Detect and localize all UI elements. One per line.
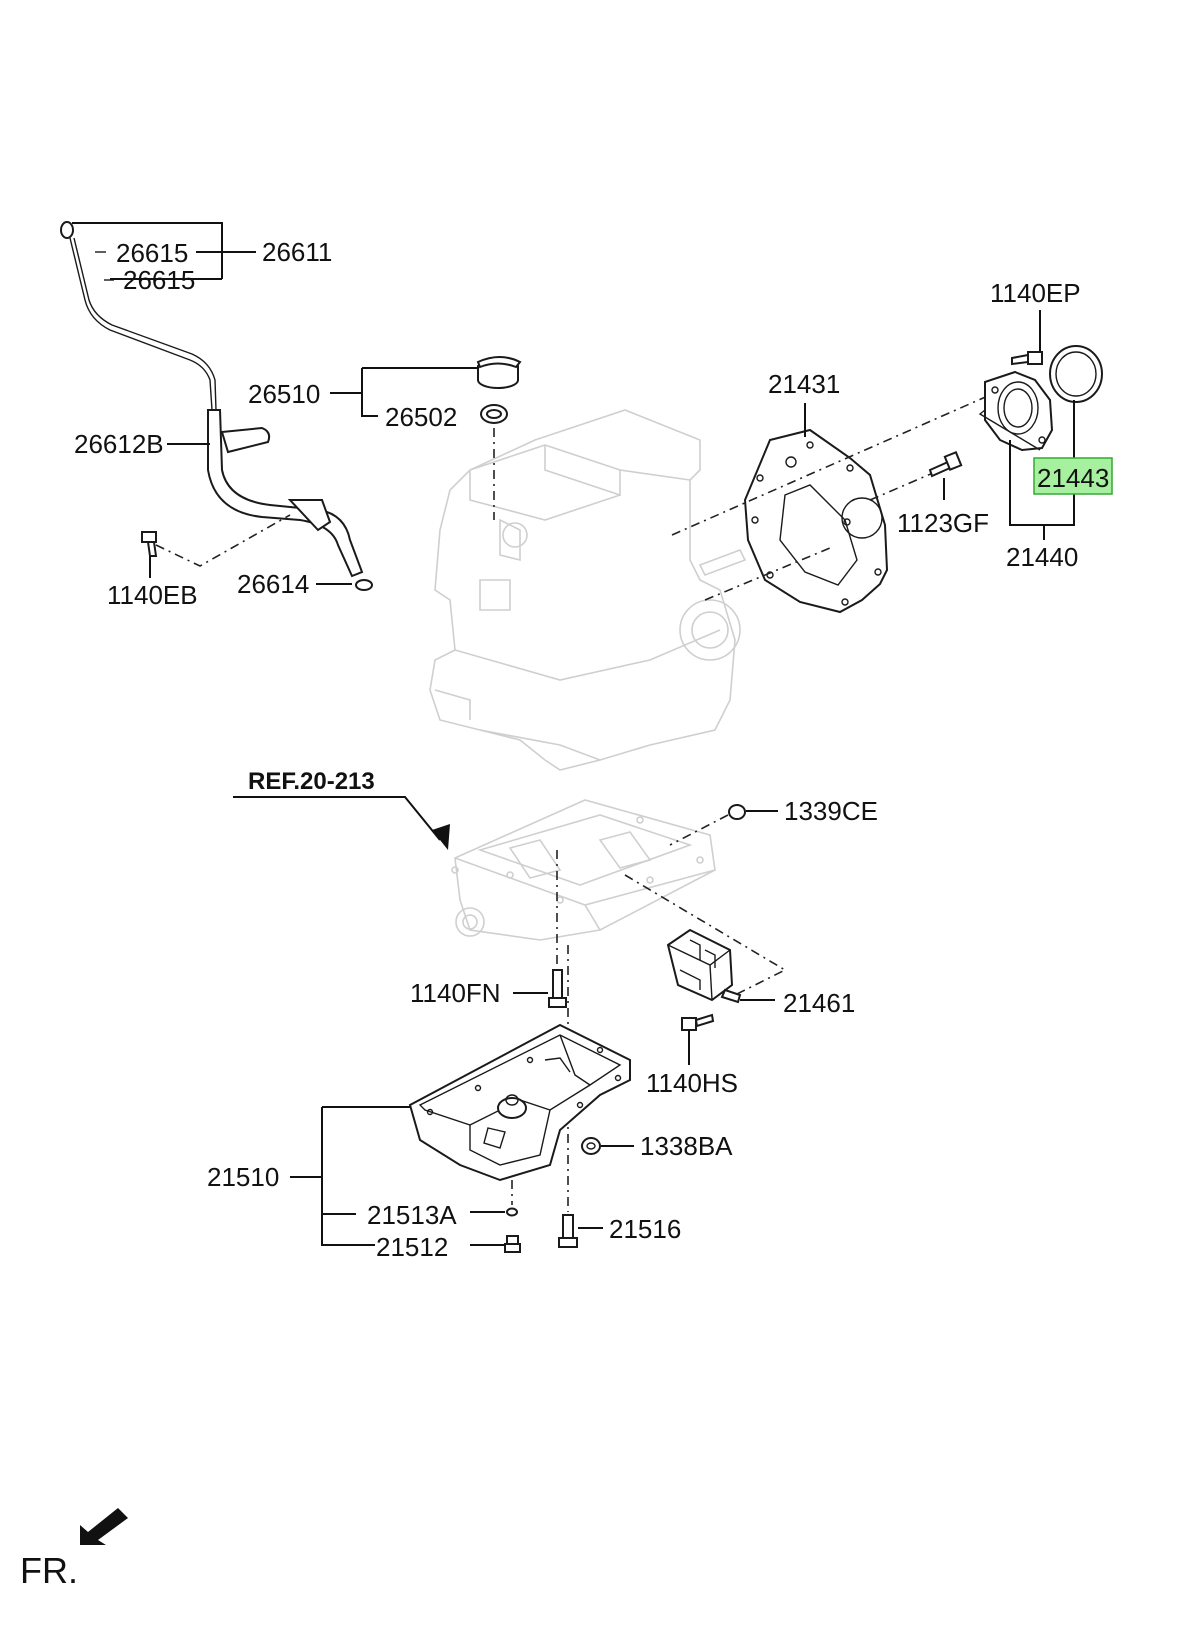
front-direction-arrow-icon [80, 1508, 128, 1545]
oil-pan-21510[interactable] [408, 1023, 631, 1182]
label-26615-lower[interactable]: 26615 [123, 265, 195, 295]
label-1123GF[interactable]: 1123GF [897, 508, 989, 538]
oil-filler-cap-icon[interactable] [476, 356, 522, 389]
oil-seal-case-21440[interactable] [978, 370, 1054, 452]
nut-1339CE-icon[interactable] [728, 804, 746, 820]
label-21431[interactable]: 21431 [768, 369, 840, 399]
label-21512[interactable]: 21512 [376, 1232, 448, 1262]
label-1140HS[interactable]: 1140HS [646, 1068, 738, 1098]
label-21510[interactable]: 21510 [207, 1162, 279, 1192]
highlight-box-21443 [1033, 457, 1113, 495]
label-21440[interactable]: 21440 [1006, 542, 1078, 572]
label-21443[interactable]: 21443 [1037, 463, 1109, 493]
bolt-1123GF-icon[interactable] [928, 450, 963, 478]
drain-gasket-icon[interactable] [506, 1207, 518, 1217]
engine-block-ghost [429, 409, 747, 771]
label-26615-upper[interactable]: 26615 [116, 238, 188, 268]
label-1338BA[interactable]: 1338BA [640, 1131, 733, 1161]
label-26614[interactable]: 26614 [237, 569, 309, 599]
dipstick-assembly[interactable] [60, 221, 373, 591]
label-26502[interactable]: 26502 [385, 402, 457, 432]
label-26612B[interactable]: 26612B [74, 429, 164, 459]
nut-1338BA-icon[interactable] [581, 1137, 601, 1155]
bolt-1140EP-icon[interactable] [1011, 351, 1043, 366]
ref-arrowhead-icon [432, 824, 450, 850]
label-1339CE[interactable]: 1339CE [784, 796, 878, 826]
leader-1123GF-dash [869, 469, 941, 501]
label-1140EB[interactable]: 1140EB [107, 580, 198, 610]
label-21516[interactable]: 21516 [609, 1214, 681, 1244]
filler-cap-gasket-icon[interactable] [480, 404, 508, 424]
drain-plug-icon[interactable] [504, 1235, 521, 1253]
part-labels: 26611 26615 26615 26510 26502 26612B 114… [20, 237, 1109, 1591]
leader-plate-dash-lower [704, 547, 831, 601]
label-1140FN[interactable]: 1140FN [410, 978, 501, 1008]
label-ref-20-213[interactable]: REF.20-213 [248, 768, 375, 795]
label-1140EP[interactable]: 1140EP [990, 278, 1081, 308]
rear-plate-21431[interactable] [743, 428, 889, 614]
label-21461[interactable]: 21461 [783, 988, 855, 1018]
rear-oil-seal-ring-icon[interactable] [1049, 345, 1103, 403]
label-26510[interactable]: 26510 [248, 379, 320, 409]
leader-plate-dash-upper [671, 394, 991, 536]
label-front: FR. [20, 1550, 78, 1591]
leader-1140EB-dash [155, 514, 291, 567]
bolt-21516-icon[interactable] [558, 1214, 578, 1248]
bolt-1140EB-icon[interactable] [141, 531, 158, 557]
bolt-1140HS-icon[interactable] [681, 1013, 715, 1031]
oil-baffle-21461[interactable] [666, 928, 742, 1004]
label-26611[interactable]: 26611 [262, 237, 332, 267]
label-21513A[interactable]: 21513A [367, 1200, 457, 1230]
bolt-1140FN-icon[interactable] [548, 969, 567, 1008]
ladder-frame-ghost [451, 799, 716, 941]
